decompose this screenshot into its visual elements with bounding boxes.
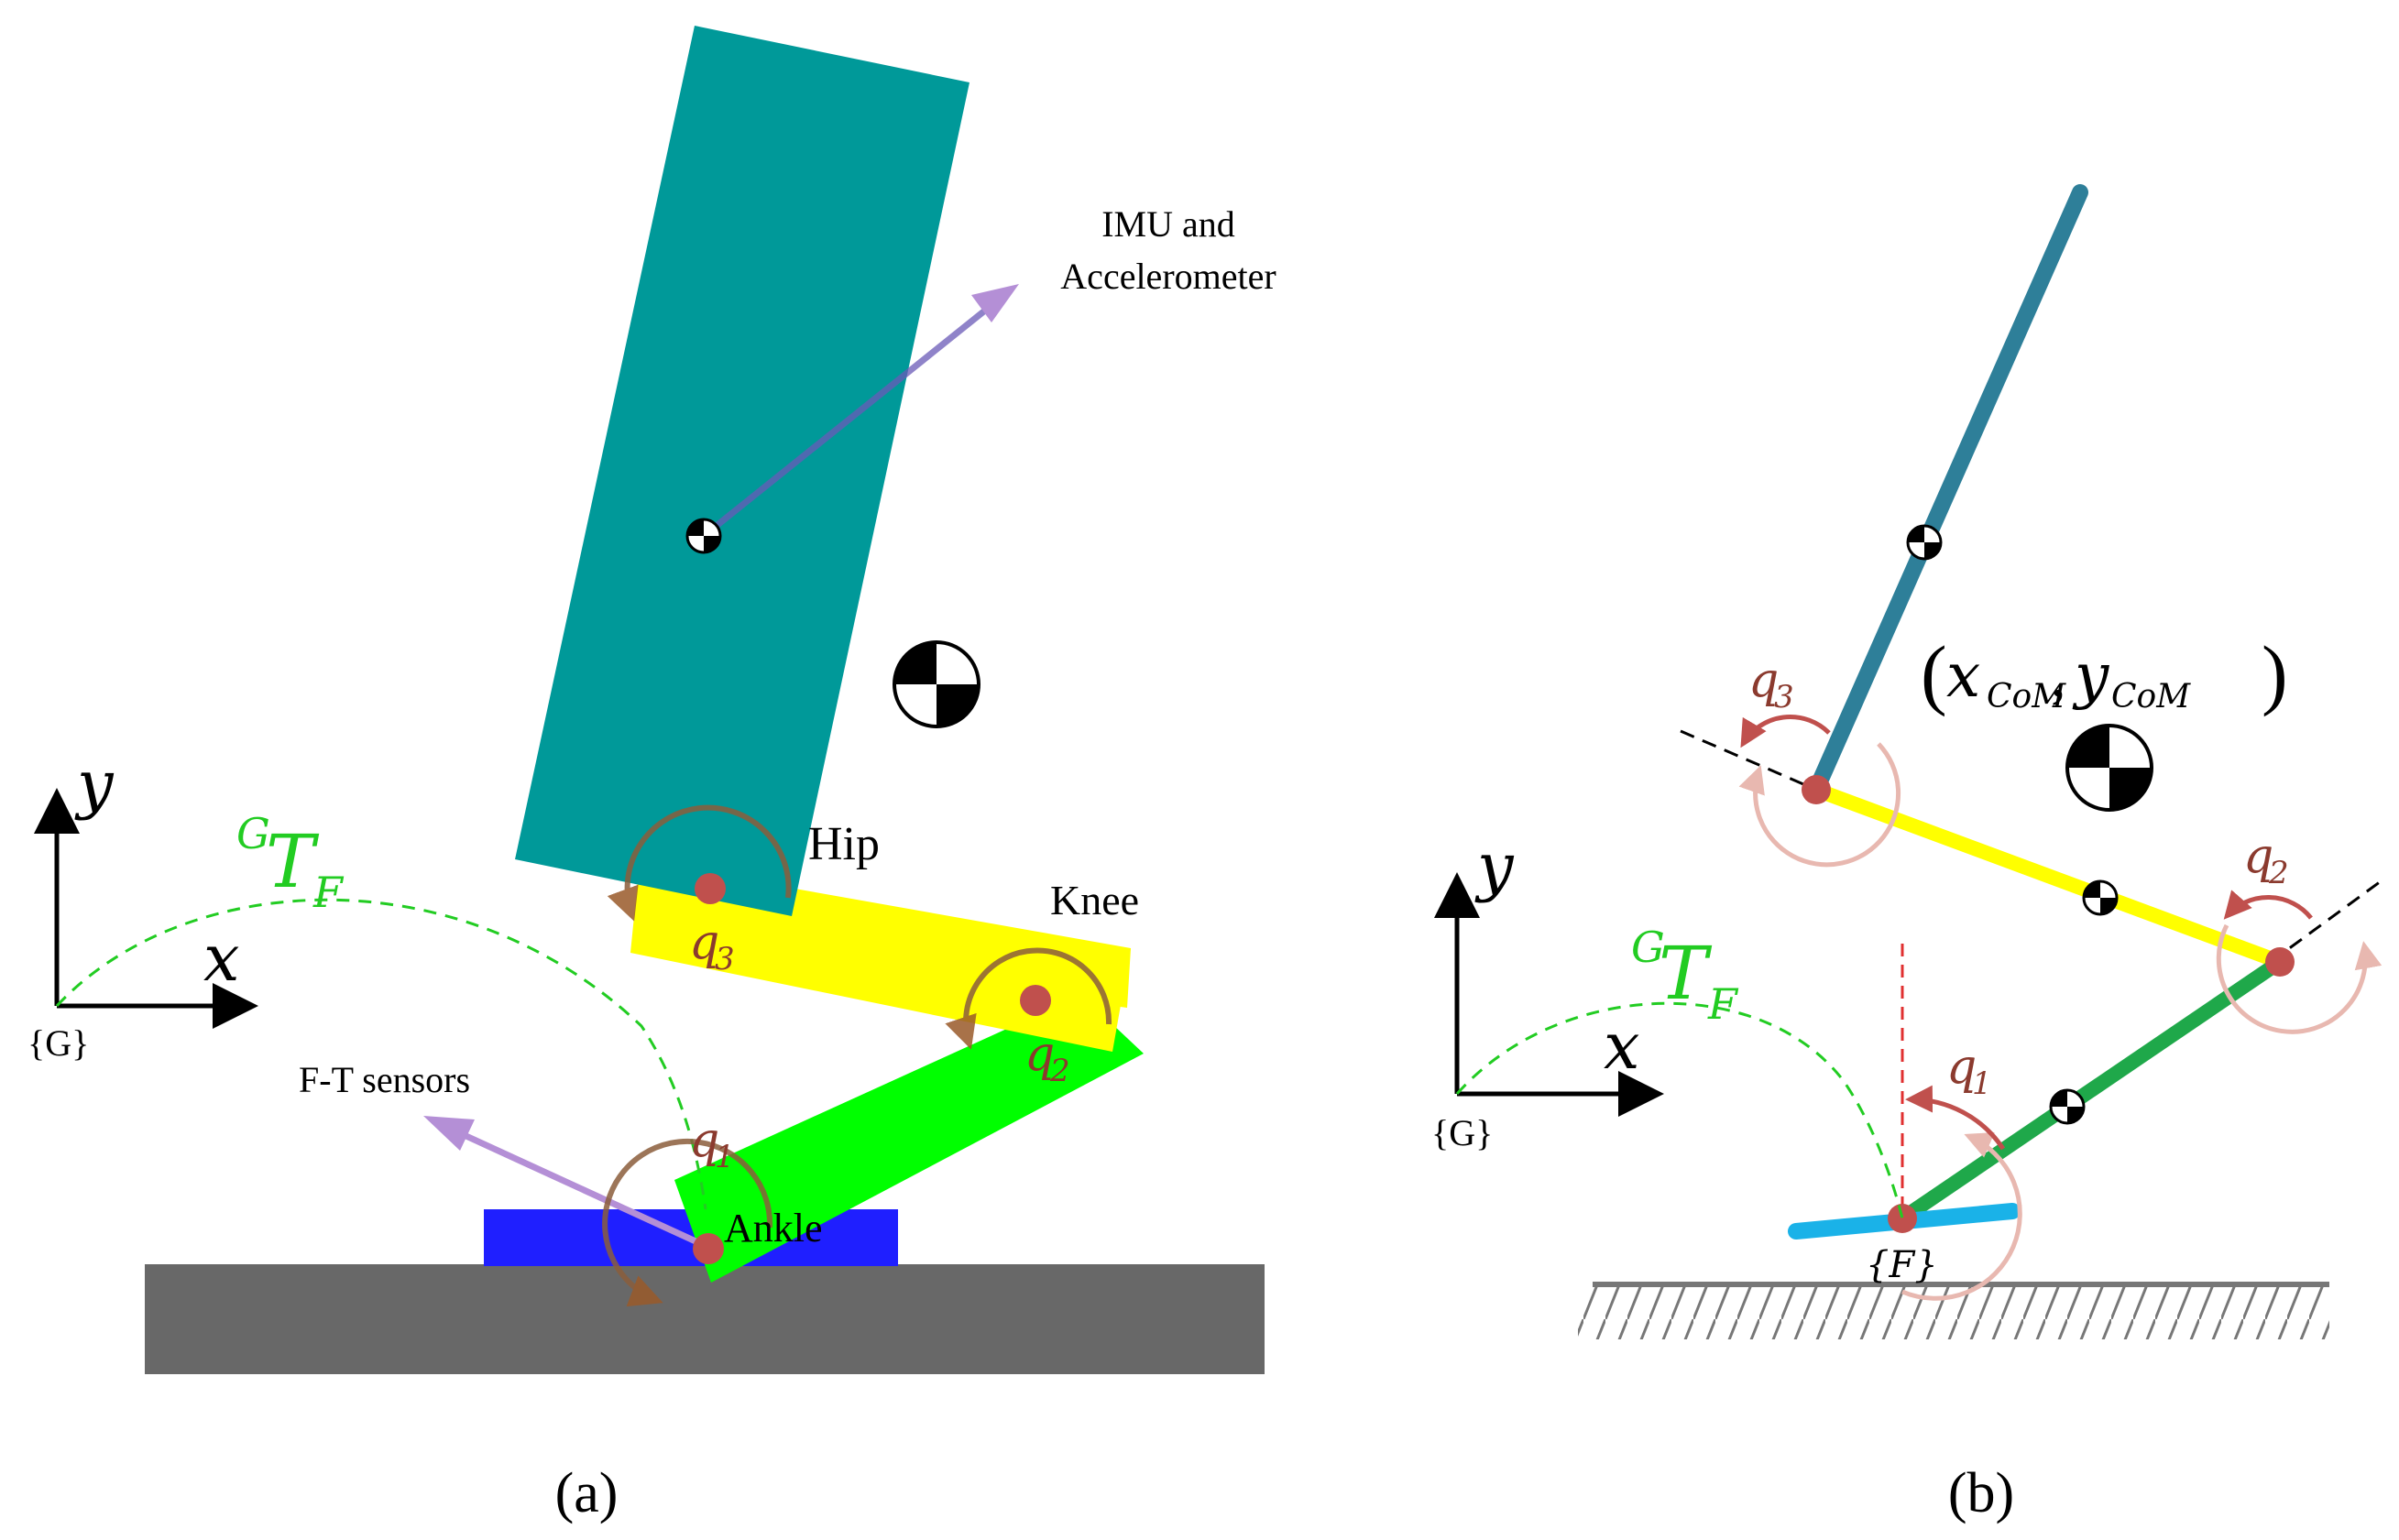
- ankle-joint-b: [1888, 1204, 1917, 1233]
- torso-a: [515, 26, 969, 916]
- ft-sensors-label: F-T sensors: [299, 1059, 470, 1100]
- ankle-joint-a: [693, 1233, 724, 1264]
- transform-main-b: T: [1659, 931, 1713, 1016]
- knee-joint-b: [2265, 947, 2295, 977]
- q2-sub-a: 2: [1049, 1053, 1070, 1089]
- com-label-y: y: [2072, 640, 2109, 711]
- shank-link-b: [1895, 955, 2287, 1226]
- reference-line-hip: [1680, 729, 1817, 792]
- joint-rotation-arrow-icon: [1905, 1085, 2006, 1151]
- x-axis-label-a: x: [203, 921, 239, 996]
- g-frame-label-a: {G}: [27, 1022, 89, 1064]
- imu-arrowhead: [971, 284, 1019, 322]
- hip-label: Hip: [808, 818, 880, 870]
- q2-label-b: q: [2243, 829, 2273, 884]
- q3-sub-a: 3: [715, 941, 735, 978]
- transform-sub-a: F: [312, 868, 345, 917]
- ankle-label: Ankle: [724, 1206, 823, 1251]
- imu-label-line1: IMU and: [1101, 203, 1235, 245]
- knee-joint-a: [1020, 985, 1051, 1016]
- f-frame-label-b: {F}: [1866, 1244, 1938, 1286]
- com-label-close: ): [2262, 629, 2288, 717]
- joint-rotation-arrow-icon: [1740, 715, 1831, 748]
- y-axis-label-b: y: [1474, 829, 1515, 904]
- com-marker-icon: [1906, 524, 1943, 561]
- joint-rotation-arrow-icon: [607, 804, 792, 922]
- q1-sub-b: 1: [1972, 1065, 1992, 1102]
- com-label-x-sub: CoM: [1987, 678, 2066, 715]
- imu-arrow: [701, 300, 998, 539]
- com-label-open: (: [1921, 629, 1947, 717]
- q2-label-a: q: [1024, 1027, 1055, 1082]
- com-marker-icon: [2065, 724, 2153, 812]
- y-axis-label-a: y: [74, 747, 115, 822]
- caption-b: (b): [1948, 1462, 2014, 1524]
- q1-label-b: q: [1946, 1040, 1977, 1095]
- transform-sup-b: G: [1631, 923, 1665, 972]
- ft-arrowhead: [423, 1116, 475, 1151]
- com-label-y-sub: CoM: [2111, 678, 2191, 715]
- g-frame-label-b: {G}: [1431, 1112, 1493, 1153]
- joint-rotation-arrow-icon: [945, 947, 1112, 1050]
- torso-link-b: [1808, 184, 2088, 798]
- transform-sub-b: F: [1707, 979, 1739, 1029]
- hip-joint-a: [695, 873, 726, 904]
- com-label-comma: ,: [2051, 643, 2066, 710]
- thigh-a-body: [630, 861, 1131, 1052]
- x-axis-label-b: x: [1604, 1009, 1639, 1084]
- knee-label: Knee: [1050, 877, 1139, 923]
- q1-sub-a: 1: [715, 1139, 735, 1175]
- com-marker-icon: [2082, 879, 2119, 916]
- q3-label-b: q: [1748, 653, 1779, 708]
- ground-a: [145, 1264, 1265, 1374]
- joint-rotation-arrow-icon: [2216, 923, 2383, 1034]
- panel-b: ( x CoM , y CoM ) y x {G} {F} G T F q 3 …: [1431, 184, 2383, 1524]
- q3-sub-b: 3: [1774, 679, 1794, 715]
- transform-arc-a: [55, 898, 707, 1210]
- q1-label-a: q: [689, 1113, 719, 1168]
- com-marker-icon: [893, 640, 980, 728]
- thigh-link-b: [1809, 782, 2287, 969]
- panel-a: IMU and Accelerometer Hip Knee Ankle F-T…: [27, 26, 1276, 1524]
- com-marker-icon: [2049, 1088, 2086, 1125]
- transform-arc-b: [1455, 1001, 1904, 1219]
- com-marker-icon: [685, 518, 722, 554]
- joint-rotation-arrow-icon: [1901, 1131, 2022, 1301]
- joint-rotation-arrow-icon: [1738, 742, 1901, 868]
- q2-sub-b: 2: [2268, 855, 2289, 891]
- ft-arrow: [456, 1129, 707, 1250]
- joint-rotation-arrow-icon: [602, 1138, 773, 1307]
- transform-main-a: T: [266, 819, 320, 904]
- imu-label-line2: Accelerometer: [1060, 256, 1276, 297]
- transform-sup-a: G: [236, 809, 270, 858]
- com-label-x: x: [1946, 640, 1980, 711]
- shank-a: [674, 995, 1144, 1283]
- joint-rotation-arrow-icon: [2223, 890, 2313, 920]
- caption-a: (a): [555, 1462, 619, 1524]
- q3-label-a: q: [689, 915, 719, 970]
- hip-joint-b: [1802, 775, 1831, 804]
